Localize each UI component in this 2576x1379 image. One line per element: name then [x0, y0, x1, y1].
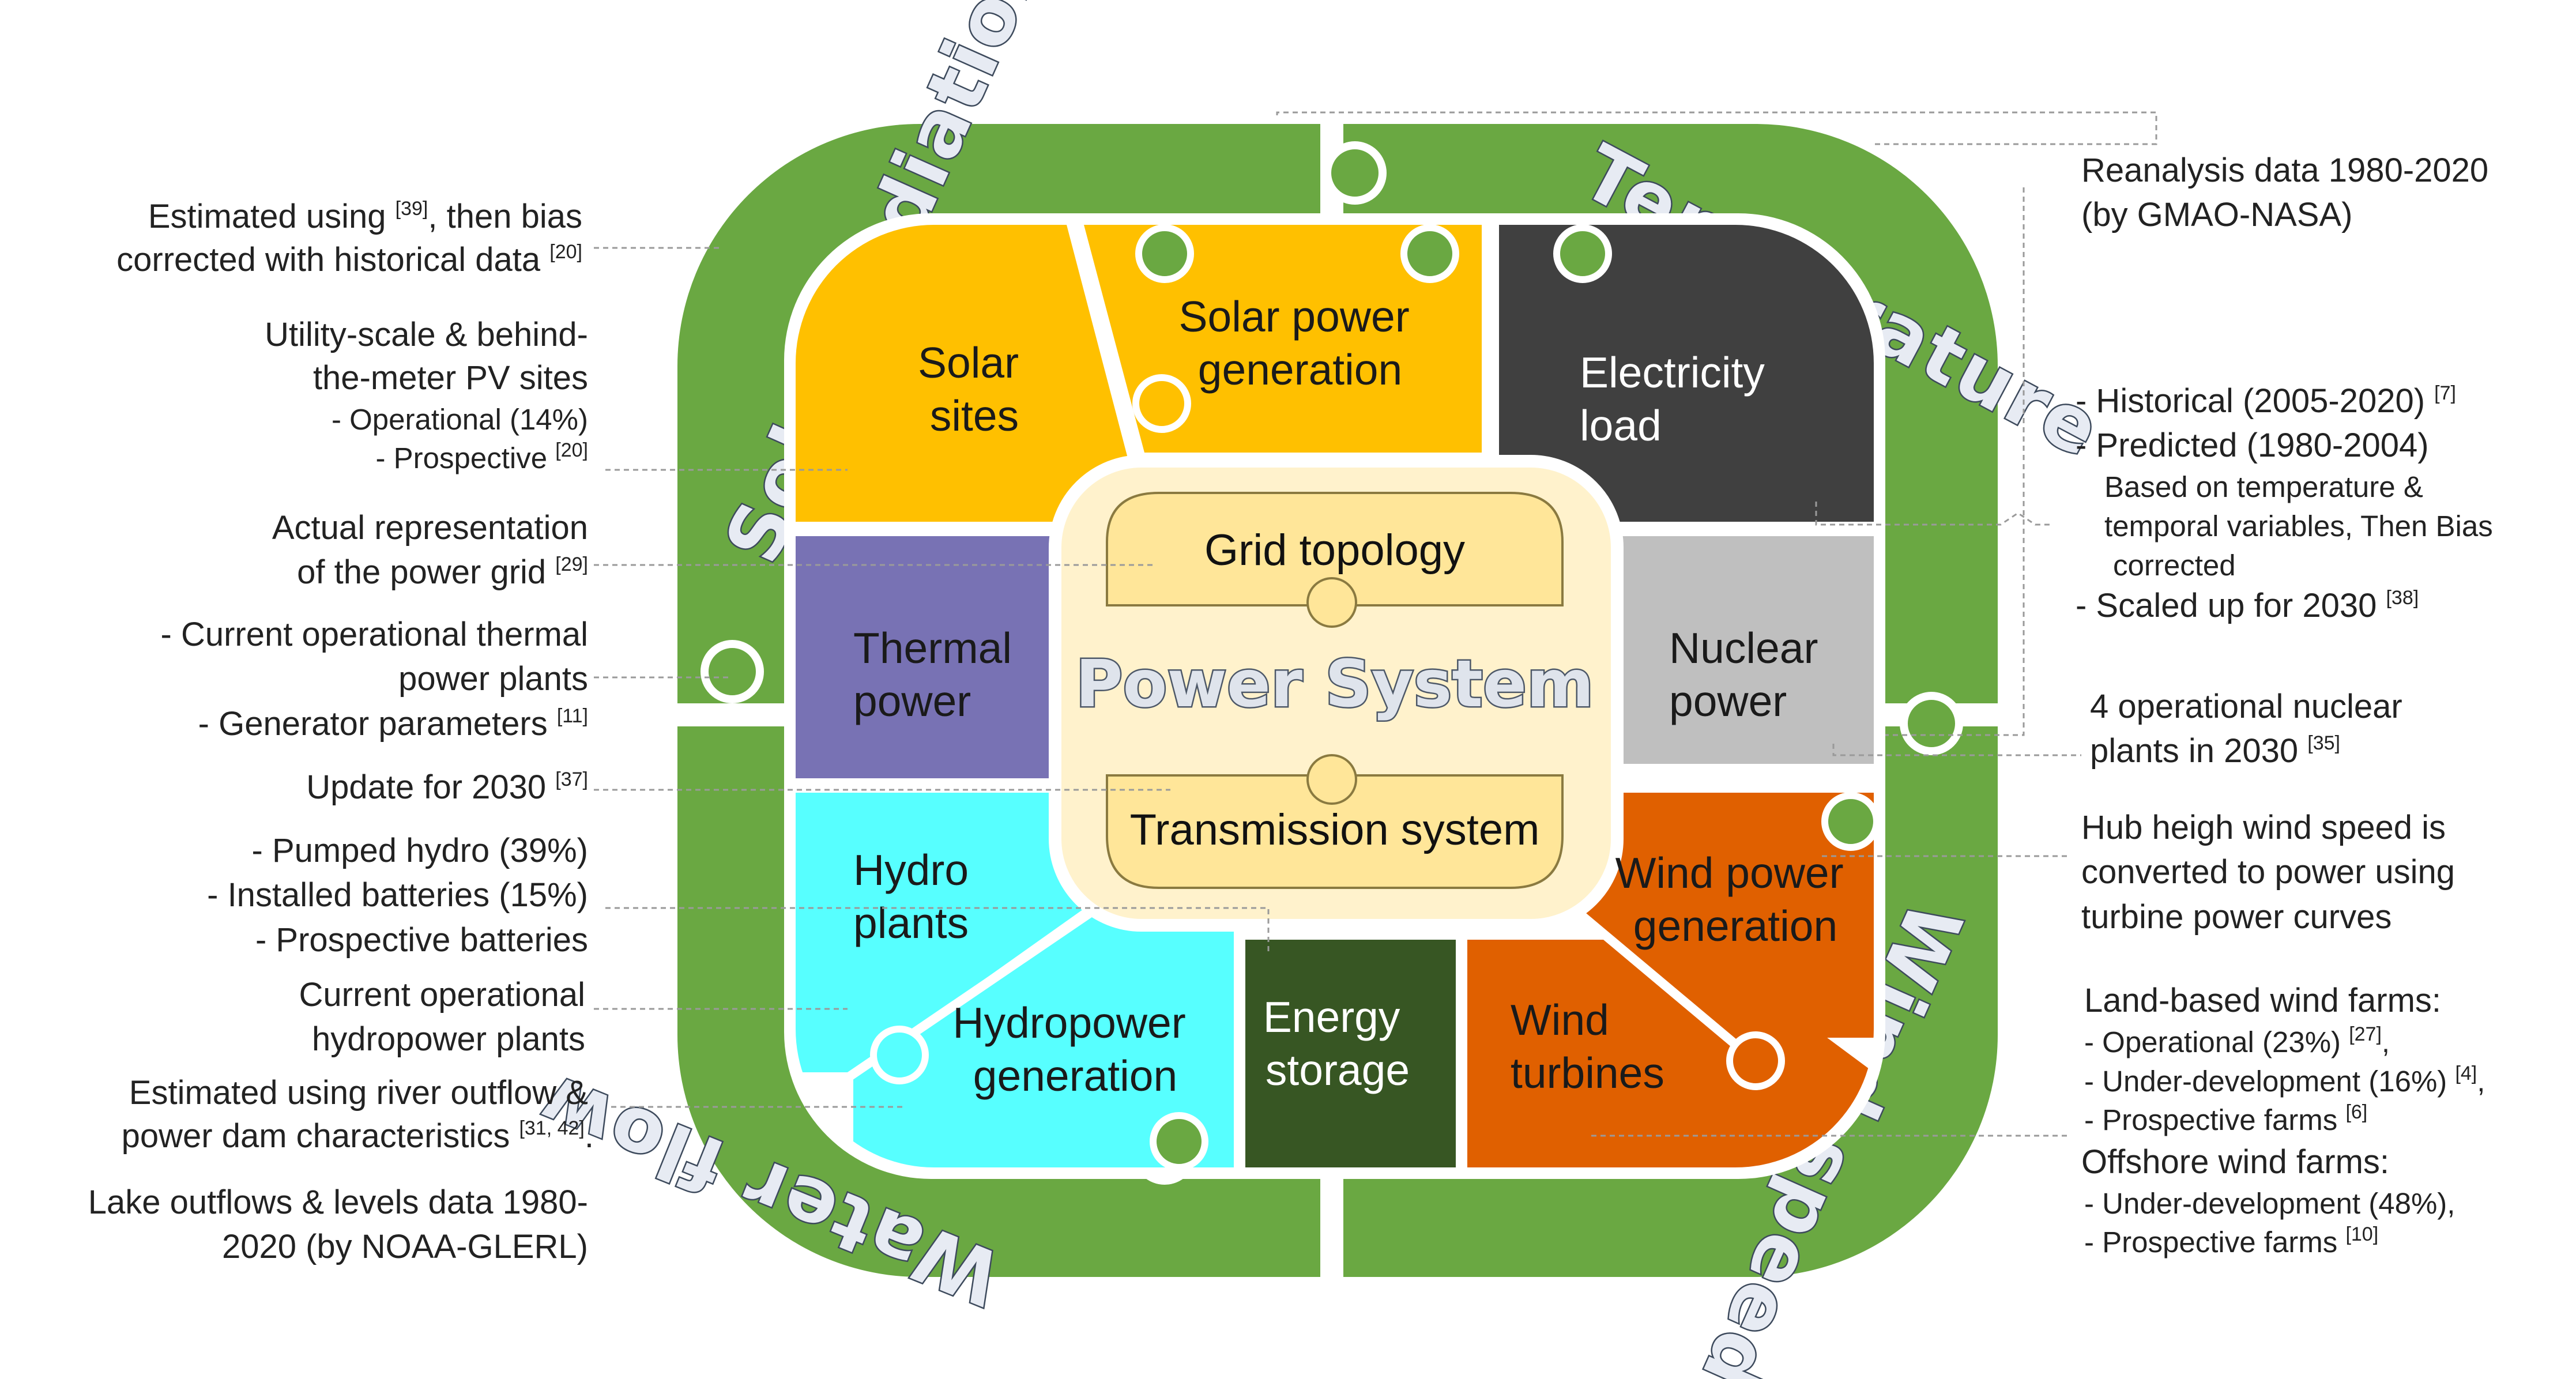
knob-load-top [1553, 224, 1612, 283]
divider-wind [1559, 895, 1745, 1053]
note-load-line5: corrected [2113, 549, 2236, 582]
note-solar-sites-line1: Utility-scale & behind- [265, 316, 588, 353]
note-water-line1: Lake outflows & levels data 1980- [88, 1184, 588, 1221]
power-system-title: Power System [1075, 647, 1594, 722]
electricity-load-label: Electricity load [1580, 348, 1777, 450]
note-thermal-line1: - Current operational thermal [161, 616, 588, 653]
knob-hydro-bottom [1150, 1112, 1208, 1171]
note-nuclear-line2: plants in 2030 [35] [2090, 732, 2340, 770]
note-load-line1: - Historical (2005-2020) [7] [2076, 382, 2456, 420]
note-wind-farms-line3: - Under-development (16%) [4], [2084, 1062, 2485, 1098]
note-update: Update for 2030 [37] [306, 768, 588, 806]
ring-seam-left [672, 703, 799, 726]
tile-labels: Solar sites Solar power generation Elect… [853, 292, 1856, 1100]
note-thermal-line2: power plants [398, 660, 588, 698]
note-solar-radiation-line1: Estimated using [39], then bias [148, 198, 582, 235]
leader-nuclear [1832, 744, 2081, 756]
leader-storage [605, 907, 1270, 951]
wind-power-generation-label: Wind power generation [1615, 849, 1856, 950]
note-wind-farms-line5: Offshore wind farms: [2081, 1143, 2389, 1181]
note-storage-line2: - Installed batteries (15%) [207, 876, 588, 914]
note-nuclear-line1: 4 operational nuclear [2090, 688, 2402, 725]
note-load-line2: - Predicted (1980-2004) [2076, 427, 2429, 464]
knob-wind [1726, 1031, 1785, 1090]
knob-hydro [870, 1026, 929, 1084]
note-solar-sites-line3: - Operational (14%) [332, 403, 588, 436]
note-temperature-line1: Reanalysis data 1980-2020 [2081, 152, 2488, 189]
note-hydropower-line2: power dam characteristics [31, 42]. [122, 1117, 594, 1155]
tiles [796, 225, 1874, 1167]
note-load-line4: temporal variables, Then Bias [2104, 510, 2493, 542]
tile-solar-sites[interactable] [796, 225, 1144, 522]
wind-turbines-label: Wind turbines [1511, 996, 1664, 1097]
notes-right: Reanalysis data 1980-2020 (by GMAO-NASA)… [2076, 152, 2493, 1259]
leader-temperature-top [1276, 111, 2157, 145]
note-water-line2: 2020 (by NOAA-GLERL) [222, 1228, 588, 1265]
tile-knobs [870, 224, 1880, 1171]
ring-seam-bottom [1320, 1165, 1343, 1283]
note-grid-line2: of the power grid [29] [297, 553, 588, 591]
transmission-knob [1306, 754, 1357, 805]
tile-hydropower-generation[interactable] [853, 888, 1234, 1167]
note-hydro-plants-line2: hydropower plants [312, 1020, 585, 1058]
tile-wind-turbines[interactable] [1467, 940, 1874, 1167]
note-temperature-line2: (by GMAO-NASA) [2081, 196, 2353, 233]
note-hydropower-line1: Estimated using river outflow & [129, 1074, 588, 1112]
grid-topology-pill[interactable] [1106, 492, 1564, 606]
transmission-system-label: Transmission system [1130, 805, 1540, 854]
tile-hydro-plants[interactable] [796, 793, 1101, 1072]
note-wind-power-line3: turbine power curves [2081, 898, 2392, 936]
ring-knob-right [1900, 692, 1963, 755]
note-wind-farms-line7: - Prospective farms [10] [2084, 1223, 2378, 1259]
tile-thermal-power[interactable] [796, 536, 1067, 778]
knob-solar-top [1135, 224, 1194, 283]
note-thermal-line3: - Generator parameters [11] [198, 705, 588, 743]
note-wind-farms-line1: Land-based wind farms: [2084, 982, 2441, 1019]
knob-solar [1132, 374, 1191, 433]
note-solar-sites-line4: - Prospective [20] [376, 439, 589, 474]
note-solar-sites-line2: the-meter PV sites [313, 359, 588, 397]
ring-knob-left [701, 640, 764, 703]
note-hydro-plants-line1: Current operational [299, 976, 585, 1013]
note-storage-line1: - Pumped hydro (39%) [252, 832, 588, 869]
core: Grid topology Power System Transmission … [1049, 455, 1624, 932]
note-wind-power-line1: Hub heigh wind speed is [2081, 809, 2446, 846]
leader-load [1815, 502, 2052, 526]
note-load-line3: Based on temperature & [2104, 470, 2423, 503]
ring-knob-top [1323, 141, 1387, 205]
note-load-line6: - Scaled up for 2030 [38] [2076, 587, 2419, 624]
leader-temperature-side [1885, 187, 2025, 736]
hydropower-generation-label: Hydropower generation [952, 999, 1197, 1100]
note-grid-line1: Actual representation [272, 509, 588, 547]
note-wind-farms-line2: - Operational (23%) [27], [2084, 1023, 2390, 1058]
solar-sites-label: Solar sites [918, 338, 1031, 440]
note-solar-radiation-line2: corrected with historical data [20] [116, 241, 582, 278]
grid-topology-label: Grid topology [1204, 526, 1465, 575]
thermal-power-label: Thermal power [853, 624, 1024, 725]
knob-wind-right [1821, 792, 1880, 851]
tile-nuclear-power[interactable] [1603, 536, 1874, 764]
tile-energy-storage[interactable] [1245, 940, 1456, 1167]
note-wind-farms-line6: - Under-development (48%), [2084, 1187, 2455, 1220]
leader-lines [594, 111, 2157, 1137]
tile-wind-power-generation[interactable] [1557, 793, 1874, 1038]
note-wind-power-line2: converted to power using [2081, 853, 2455, 891]
energy-storage-label: Energy storage [1263, 993, 1412, 1094]
hydro-plants-label: Hydro plants [853, 846, 981, 947]
knob-solar-top-right [1400, 224, 1459, 283]
notes-left: Estimated using [39], then bias correcte… [88, 198, 594, 1265]
nuclear-power-label: Nuclear power [1669, 624, 1830, 725]
note-wind-farms-line4: - Prospective farms [6] [2084, 1101, 2367, 1136]
grid-knob [1306, 577, 1357, 628]
transmission-system-pill[interactable] [1106, 774, 1564, 889]
note-storage-line3: - Prospective batteries [255, 921, 588, 959]
solar-power-generation-label: Solar power generation [1178, 292, 1421, 394]
